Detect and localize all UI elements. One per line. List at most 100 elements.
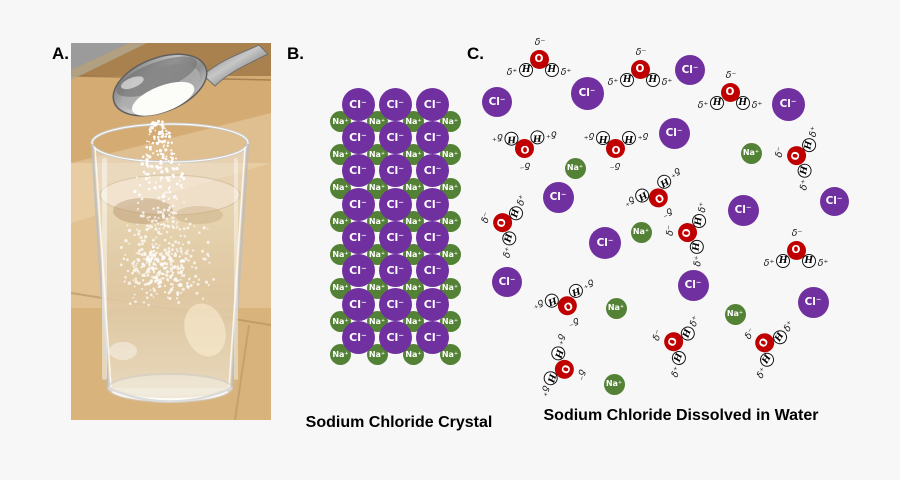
salt-grain <box>162 146 165 148</box>
salt-grain <box>152 271 155 274</box>
salt-grain <box>152 135 156 139</box>
salt-grain <box>143 258 145 260</box>
salt-grain <box>154 224 157 227</box>
delta-plus-label: δ⁺ <box>696 201 709 214</box>
salt-grain <box>176 271 181 275</box>
salt-grain <box>189 254 193 258</box>
salt-grain <box>141 279 145 282</box>
salt-grain <box>155 274 157 277</box>
salt-grain <box>140 265 143 269</box>
salt-stream <box>119 119 215 307</box>
salt-grain <box>160 170 164 174</box>
salt-grain <box>168 185 171 188</box>
delta-plus-label: δ⁺ <box>545 128 557 141</box>
salt-grain <box>159 179 162 182</box>
salt-grain <box>154 227 158 231</box>
salt-grain <box>165 132 168 136</box>
salt-grain <box>156 206 160 210</box>
salt-grain <box>140 162 144 166</box>
salt-grain <box>171 224 174 227</box>
sodium-ion: Na⁺ <box>366 344 388 366</box>
salt-grain <box>136 223 139 226</box>
chloride-ion: Cl⁻ <box>416 120 450 154</box>
salt-grain <box>146 154 149 157</box>
salt-grain <box>169 287 174 292</box>
salt-grain <box>179 283 183 287</box>
salt-grain <box>192 261 197 265</box>
salt-grain <box>176 267 180 271</box>
hydrogen-atom: H <box>518 62 534 78</box>
salt-grain <box>147 273 150 276</box>
salt-grain <box>150 225 153 229</box>
salt-grain <box>167 131 171 135</box>
sodium-ion: Na⁺ <box>740 142 762 164</box>
salt-grain <box>202 226 206 230</box>
salt-grain <box>126 269 130 273</box>
salt-grain <box>163 284 167 288</box>
salt-grain <box>198 231 201 234</box>
salt-grain <box>172 226 175 230</box>
sodium-ion: Na⁺ <box>564 157 586 179</box>
salt-grain <box>175 279 179 283</box>
salt-grain <box>189 284 193 287</box>
salt-grain <box>166 266 169 269</box>
salt-grain <box>162 199 166 203</box>
salt-grain <box>131 261 135 266</box>
salt-grain <box>153 172 156 175</box>
salt-grain <box>207 284 210 287</box>
salt-grain <box>140 239 144 243</box>
salt-grain <box>123 280 126 283</box>
spoon <box>112 44 269 117</box>
salt-grain <box>188 278 191 281</box>
salt-grain <box>160 272 164 276</box>
chloride-ion: Cl⁻ <box>542 181 574 213</box>
salt-grain <box>169 267 173 271</box>
salt-grain <box>179 179 181 182</box>
salt-grain <box>171 283 174 286</box>
chloride-ion: Cl⁻ <box>416 287 450 321</box>
salt-grain <box>145 153 147 155</box>
chloride-ion: Cl⁻ <box>416 187 450 221</box>
salt-grain <box>157 259 160 262</box>
salt-grain <box>172 271 175 274</box>
salt-grain <box>119 245 123 250</box>
delta-plus-label: δ⁺ <box>697 99 709 111</box>
salt-grain <box>163 273 165 276</box>
delta-plus-label: δ⁺ <box>763 257 775 269</box>
chloride-ion: Cl⁻ <box>677 269 709 301</box>
chloride-ion: Cl⁻ <box>341 220 375 254</box>
salt-grain <box>170 149 173 152</box>
salt-grain <box>171 204 175 208</box>
salt-grain <box>153 219 156 221</box>
salt-grain <box>158 244 161 247</box>
salt-grain <box>172 286 174 289</box>
salt-grain <box>170 269 173 272</box>
salt-grain <box>162 132 165 135</box>
salt-grain <box>145 161 149 165</box>
salt-grain <box>180 271 183 275</box>
salt-grain <box>156 153 160 156</box>
salt-grain <box>176 265 179 268</box>
chloride-ion: Cl⁻ <box>341 287 375 321</box>
panel-b-label: B. <box>287 44 304 63</box>
salt-grain <box>159 262 163 266</box>
salt-grain <box>180 172 184 176</box>
salt-grain <box>141 242 144 246</box>
salt-grain <box>153 289 156 293</box>
chloride-ion: Cl⁻ <box>797 286 829 318</box>
salt-grain <box>212 278 215 281</box>
salt-grain <box>126 258 129 262</box>
salt-grain <box>148 215 151 218</box>
salt-grain <box>187 259 191 262</box>
salt-grain <box>164 157 168 161</box>
salt-grain <box>163 139 167 143</box>
delta-plus-label: δ⁺ <box>817 257 829 269</box>
salt-grain <box>145 229 148 232</box>
salt-grain <box>136 262 139 265</box>
salt-grain <box>163 255 166 258</box>
salt-grain <box>148 146 152 149</box>
salt-grain <box>201 249 205 253</box>
salt-grain <box>140 247 144 252</box>
salt-grain <box>165 217 169 221</box>
salt-grain <box>165 155 168 158</box>
